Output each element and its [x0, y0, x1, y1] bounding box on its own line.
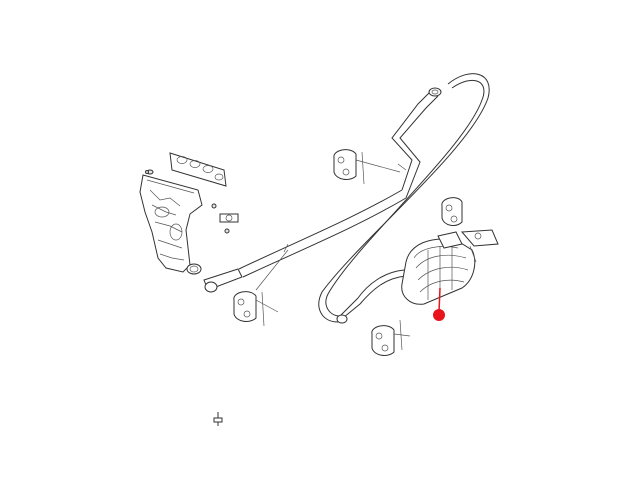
rubber-hanger[interactable]: [441, 197, 463, 226]
manifold-gasket[interactable]: [169, 152, 227, 187]
bolt[interactable]: [145, 170, 230, 427]
rubber-hanger[interactable]: [333, 149, 401, 185]
intermediate-pipe[interactable]: [391, 87, 442, 199]
rear-connecting-pipe[interactable]: [336, 269, 407, 324]
rubber-hanger[interactable]: [233, 249, 289, 327]
rear-muffler[interactable]: [401, 231, 476, 305]
mounting-bracket[interactable]: [460, 229, 499, 263]
tail-pipe-loop[interactable]: [318, 73, 490, 323]
flange-gasket[interactable]: [186, 263, 202, 275]
front-pipe[interactable]: [203, 189, 407, 293]
highlight-marker[interactable]: [433, 287, 445, 321]
rubber-hanger[interactable]: [371, 319, 411, 356]
exhaust-manifold[interactable]: [139, 169, 203, 273]
oxygen-sensor-gasket[interactable]: [219, 213, 239, 223]
